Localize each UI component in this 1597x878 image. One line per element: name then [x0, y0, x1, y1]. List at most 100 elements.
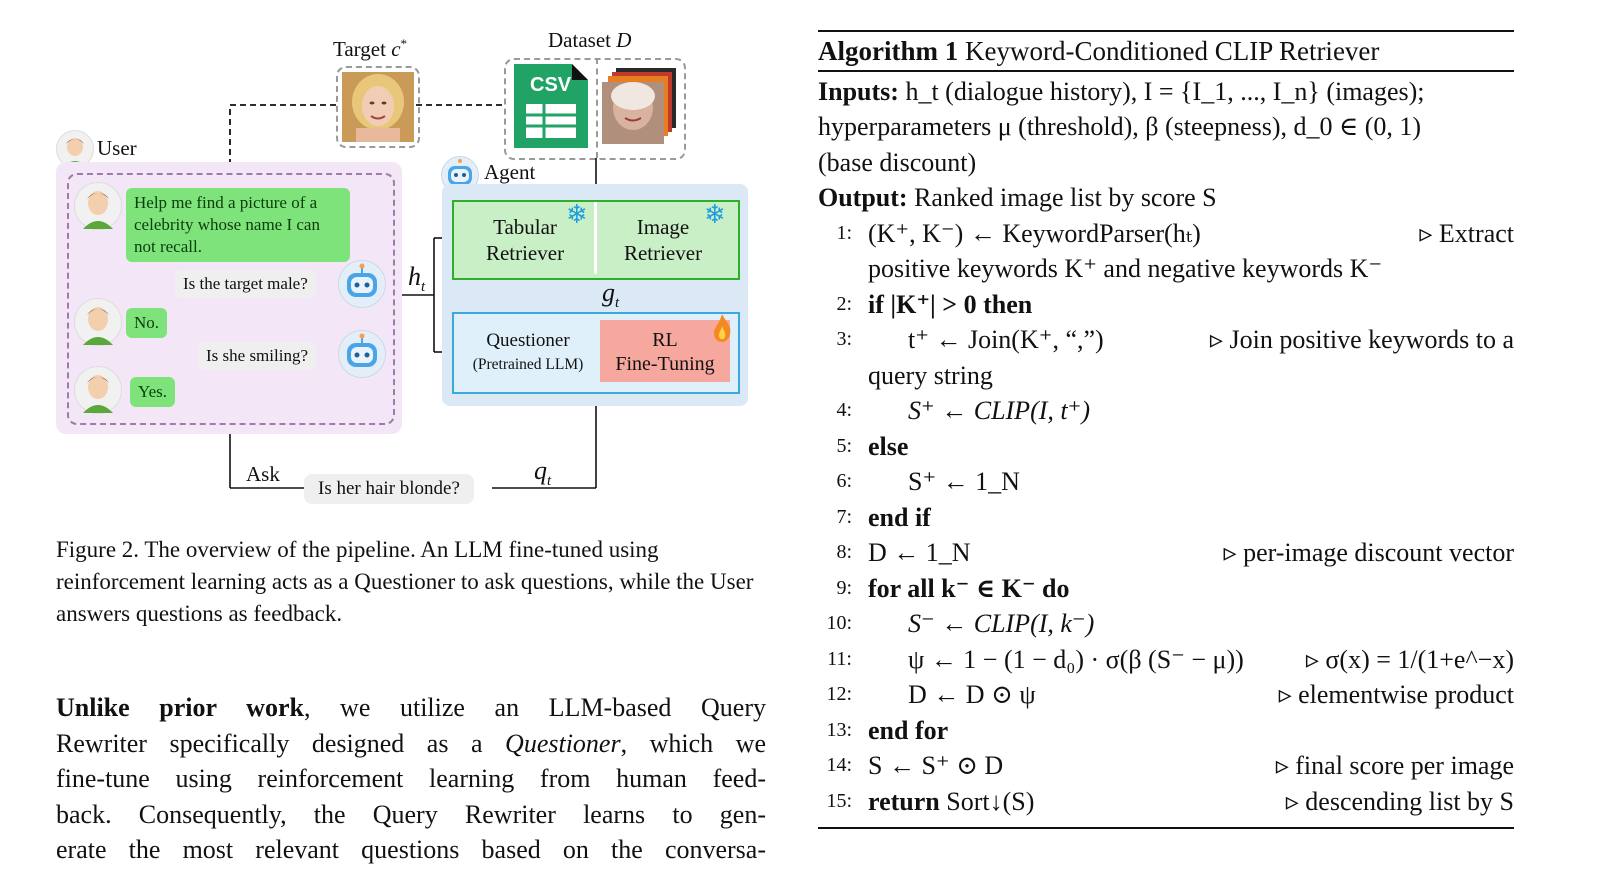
line-number: 6: — [818, 464, 852, 500]
line-number: 9: — [818, 571, 852, 607]
line-code: t⁺ ← Join(K⁺, “,”) — [908, 322, 1104, 358]
body-paragraph: Unlike prior work, we utilize an LLM-bas… — [56, 690, 766, 868]
algo-line: 14: S ← S⁺ ⊙ D ▹ final score per image — [818, 748, 1514, 784]
algo-line: 2: if |K⁺| > 0 then — [818, 287, 1514, 323]
user-avatar-icon — [75, 183, 121, 229]
flame-icon — [710, 312, 734, 344]
algorithm-lines: 1:(K⁺, K⁻) ← KeywordParser(hₜ)▹ Extract … — [818, 216, 1514, 820]
line-code: end for — [868, 713, 948, 749]
line-number: 10: — [818, 606, 852, 642]
algorithm-output: Output: Ranked image list by score S — [818, 180, 1514, 216]
line-code: return Sort↓(S) — [868, 784, 1034, 820]
line-number: 2: — [818, 287, 852, 323]
output-text: Ranked image list by score S — [908, 183, 1217, 212]
line-code: D ← 1_N — [868, 535, 971, 571]
rl-subtitle: Fine-Tuning — [600, 352, 730, 376]
line-code: ψ ← 1 − (1 − d₀) · σ(β (S⁻ − μ)) — [908, 642, 1244, 678]
caption-text: Figure 2. The overview of the pipeline. … — [56, 537, 753, 626]
algorithm-name: Keyword-Conditioned CLIP Retriever — [965, 36, 1379, 66]
user-avatar-icon — [75, 367, 121, 413]
line-code: S⁺ ← 1_N — [908, 464, 1020, 500]
output-label: Output: — [818, 183, 908, 212]
algorithm-title: Algorithm 1 Keyword-Conditioned CLIP Ret… — [818, 32, 1514, 70]
user-avatar-icon — [75, 299, 121, 345]
question-bubble: Is her hair blonde? — [304, 474, 474, 504]
retriever-divider — [594, 202, 597, 274]
chat-user-avatar — [74, 366, 122, 414]
chat-agent-avatar — [338, 260, 386, 308]
line-code: end if — [868, 500, 931, 536]
body-line-2: Rewriter specifically designed as a Ques… — [56, 726, 766, 762]
line-code: D ← D ⊙ ψ — [908, 677, 1036, 713]
line-comment: ▹ σ(x) = 1/(1+e^−x) — [1306, 642, 1514, 678]
algo-line: 4:S⁺ ← CLIP(I, t⁺) — [818, 393, 1514, 429]
robot-avatar-icon — [339, 331, 385, 377]
algo-line: 13: end for — [818, 713, 1514, 749]
ht-label: ht — [408, 262, 425, 296]
algo-line: 9: for all k⁻ ∈ K⁻ do — [818, 571, 1514, 607]
algo-line: query string — [818, 358, 1514, 394]
body-line-4: back. Consequently, the Query Rewriter l… — [56, 797, 766, 833]
body-line-5: erate the most relevant questions based … — [56, 832, 766, 868]
snowflake-icon: ❄ — [704, 200, 726, 230]
line-code: S⁻ ← CLIP(I, k⁻) — [908, 606, 1094, 642]
italic-word: Questioner — [505, 729, 621, 758]
user-message-2: No. — [126, 308, 167, 338]
line-number: 14: — [818, 748, 852, 784]
line-number: 12: — [818, 677, 852, 713]
line-code: positive keywords K⁺ and negative keywor… — [868, 251, 1382, 287]
line-comment: ▹ final score per image — [1276, 748, 1514, 784]
line-code: (K⁺, K⁻) ← KeywordParser(hₜ) — [868, 216, 1201, 252]
qt-label: qt — [534, 456, 551, 490]
line-comment: ▹ elementwise product — [1279, 677, 1514, 713]
algorithm-title-rule — [818, 70, 1514, 72]
line-number: 15: — [818, 784, 852, 820]
snowflake-icon: ❄ — [566, 200, 588, 230]
algorithm-inputs: Inputs: h_t (dialogue history), I = {I_1… — [818, 74, 1514, 181]
user-message-3: Yes. — [130, 377, 175, 407]
line-number: 8: — [818, 535, 852, 571]
inputs-label: Inputs: — [818, 77, 899, 106]
algo-line: 3:t⁺ ← Join(K⁺, “,”)▹ Join positive keyw… — [818, 322, 1514, 358]
chat-user-avatar — [74, 298, 122, 346]
line-number: 4: — [818, 393, 852, 429]
line-code: else — [868, 429, 908, 465]
chat-agent-avatar — [338, 330, 386, 378]
line-number: 11: — [818, 642, 852, 678]
agent-label: Agent — [484, 160, 535, 185]
line-code: S ← S⁺ ⊙ D — [868, 748, 1003, 784]
algo-line: 6: S⁺ ← 1_N — [818, 464, 1514, 500]
inputs-line-3: (base discount) — [818, 145, 1514, 181]
gt-label: gt — [602, 278, 619, 312]
body-line-2-tail: , which we — [621, 729, 766, 758]
robot-avatar-icon — [339, 261, 385, 307]
line-code: for all k⁻ ∈ K⁻ do — [868, 571, 1070, 607]
inputs-text-1: h_t (dialogue history), I = {I_1, ..., I… — [899, 77, 1425, 106]
line-number: 7: — [818, 500, 852, 536]
algo-line: positive keywords K⁺ and negative keywor… — [818, 251, 1514, 287]
algo-line: 7: end if — [818, 500, 1514, 536]
line-comment: ▹ Extract — [1419, 216, 1514, 252]
line-code: query string — [868, 358, 993, 394]
algorithm-bottom-rule — [818, 827, 1514, 829]
line-number: 5: — [818, 429, 852, 465]
algorithm-number: Algorithm 1 — [818, 36, 958, 66]
algo-line: 12: D ← D ⊙ ψ ▹ elementwise product — [818, 677, 1514, 713]
algo-line: 15:return Sort↓(S)▹ descending list by S — [818, 784, 1514, 820]
user-label: User — [97, 136, 137, 161]
line-comment: ▹ per-image discount vector — [1224, 535, 1514, 571]
algo-line: 10: S⁻ ← CLIP(I, k⁻) — [818, 606, 1514, 642]
agent-message-2: Is she smiling? — [198, 342, 316, 370]
algo-line: 1:(K⁺, K⁻) ← KeywordParser(hₜ)▹ Extract — [818, 216, 1514, 252]
algo-line: 5: else — [818, 429, 1514, 465]
figure-caption: Figure 2. The overview of the pipeline. … — [56, 534, 766, 630]
body-line-3: fine-tune using reinforcement learning f… — [56, 761, 766, 797]
questioner-title: Questioner — [458, 330, 598, 352]
line-code: if |K⁺| > 0 then — [868, 287, 1032, 323]
line-number: 13: — [818, 713, 852, 749]
pipeline-figure: Target c* Dataset D CSV — [0, 0, 780, 530]
body-line-1: Unlike prior work, we utilize an LLM-bas… — [56, 690, 766, 726]
ask-label: Ask — [246, 462, 280, 487]
user-message-1: Help me find a picture of a celebrity wh… — [126, 188, 350, 262]
algo-line: 8: D ← 1_N ▹ per-image discount vector — [818, 535, 1514, 571]
